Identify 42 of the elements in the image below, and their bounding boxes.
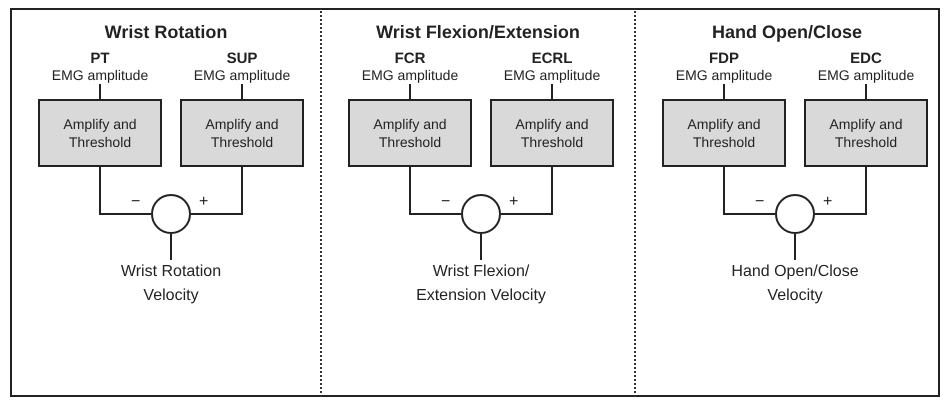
process-box: Amplify and Threshold <box>38 99 162 167</box>
connector <box>409 167 461 215</box>
process-box: Amplify and Threshold <box>180 99 304 167</box>
process-box: Amplify and Threshold <box>662 99 786 167</box>
output-label: Hand Open/Close Velocity <box>730 262 860 306</box>
connector <box>241 84 243 99</box>
connector <box>815 167 867 215</box>
connector <box>723 167 775 215</box>
connector <box>551 84 553 99</box>
muscle-name: FDP <box>708 50 740 67</box>
output-label: Wrist Rotation Velocity <box>120 262 222 306</box>
connector <box>794 234 796 260</box>
connector <box>99 167 151 215</box>
signal-label: EMG amplitude <box>50 67 150 83</box>
connector <box>191 167 243 215</box>
muscle-name: PT <box>89 50 111 67</box>
panel-title: Hand Open/Close <box>710 22 864 43</box>
muscle-name: EDC <box>849 50 883 67</box>
connector <box>480 234 482 260</box>
panel-title: Wrist Rotation <box>104 22 228 43</box>
connector <box>723 84 725 99</box>
panel-title: Wrist Flexion/Extension <box>375 22 581 43</box>
connector <box>170 234 172 260</box>
process-box: Amplify and Threshold <box>348 99 472 167</box>
panel <box>10 8 320 397</box>
process-box: Amplify and Threshold <box>490 99 614 167</box>
muscle-name: SUP <box>226 50 258 67</box>
connector <box>99 84 101 99</box>
signal-label: EMG amplitude <box>360 67 460 83</box>
signal-label: EMG amplitude <box>502 67 602 83</box>
muscle-name: FCR <box>394 50 426 67</box>
signal-label: EMG amplitude <box>674 67 774 83</box>
muscle-name: ECRL <box>530 50 574 67</box>
process-box: Amplify and Threshold <box>804 99 928 167</box>
connector <box>865 84 867 99</box>
panel <box>634 8 940 397</box>
connector <box>409 84 411 99</box>
signal-label: EMG amplitude <box>192 67 292 83</box>
signal-label: EMG amplitude <box>816 67 916 83</box>
output-label: Wrist Flexion/ Extension Velocity <box>415 262 547 306</box>
connector <box>501 167 553 215</box>
panel <box>320 8 634 397</box>
